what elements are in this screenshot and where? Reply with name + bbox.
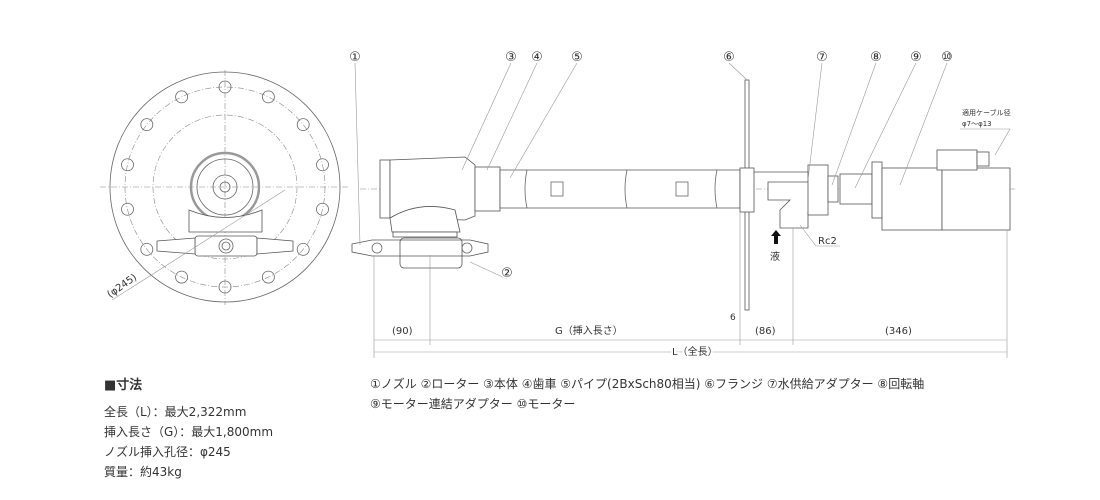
cable-diameter-label: 適用ケーブル径: [962, 108, 1011, 117]
nozzle-side: [351, 239, 489, 257]
nozzle-right: [256, 237, 294, 255]
callout-leader: [854, 62, 917, 189]
callout-leader: [354, 62, 361, 246]
dimension-lines: (90) G（挿入長さ） (86) (346) L（全長）: [373, 212, 1008, 360]
diameter-leader: [111, 189, 286, 301]
callout-leader: [831, 62, 877, 186]
callout-6: ⑥: [723, 50, 735, 65]
bolt-hole: [175, 90, 189, 104]
callout-1: ①: [349, 50, 361, 65]
spec-hole-diameter: ノズル挿入孔径：φ245: [104, 445, 231, 459]
dim-l: L（全長）: [672, 345, 718, 358]
bolt-hole: [140, 118, 154, 132]
dim-90: (90): [392, 326, 413, 337]
bolt-holes: [121, 80, 329, 294]
terminal-box: [936, 149, 978, 171]
bolt-hole: [121, 202, 134, 216]
callout-4: ④: [531, 50, 543, 65]
bolt-hole: [121, 158, 134, 172]
spec-title: ■寸法: [104, 378, 143, 393]
nozzle-left: [156, 237, 196, 255]
spec-length: 全長（L）：最大2,322mm: [104, 405, 247, 419]
bolt-hole: [316, 202, 329, 216]
bolt-hole: [140, 242, 154, 256]
bolt-hole: [296, 118, 310, 132]
bolt-hole: [296, 242, 310, 256]
liquid-label: 液: [770, 250, 780, 263]
callout-7: ⑦: [816, 50, 828, 65]
diameter-label: (φ245): [105, 272, 139, 300]
motor-adapter: [871, 161, 883, 219]
callout-3: ③: [505, 50, 517, 65]
bolt-hole: [316, 158, 329, 172]
callout-5: ⑤: [571, 50, 583, 65]
legend-line-2: ⑨モーター連結アダプター ⑩モーター: [370, 397, 576, 411]
callout-leader: [899, 62, 948, 186]
motor: [881, 167, 943, 231]
flange-thickness-label: 6: [730, 313, 736, 323]
cable-diameter-range: φ7〜φ13: [962, 120, 992, 128]
gear: [474, 166, 501, 212]
bolt-hole: [175, 270, 189, 284]
callout-leader: [486, 62, 538, 171]
body-cap: [379, 159, 391, 219]
parts-legend: ①ノズル ②ローター ③本体 ④歯車 ⑤パイプ(2BxSch80相当) ⑥フラン…: [370, 374, 924, 414]
callout-10: ⑩: [941, 50, 953, 65]
spec-insert-length: 挿入長さ（G）：最大1,800mm: [104, 425, 274, 439]
rotor-body: [188, 209, 263, 233]
callout-leader: [461, 62, 512, 171]
legend-line-1: ①ノズル ②ローター ③本体 ④歯車 ⑤パイプ(2BxSch80相当) ⑥フラン…: [370, 377, 925, 391]
bolt-hole: [261, 90, 275, 104]
front-view: (φ245): [100, 70, 350, 305]
liquid-inlet-arrow-icon: [771, 230, 781, 244]
callout-leader: [728, 62, 748, 81]
callout-9: ⑨: [910, 50, 922, 65]
pipe: [499, 169, 741, 209]
callout-8: ⑧: [870, 50, 882, 65]
rc2-label: Rc2: [818, 236, 837, 247]
callout-leader: [807, 62, 823, 181]
rotation-shaft: [839, 173, 873, 205]
rotor-housing: [389, 206, 461, 233]
callout-leader: [509, 62, 578, 179]
dim-86: (86): [755, 326, 776, 337]
callout-leader: [469, 261, 508, 280]
bolt-hole: [261, 270, 275, 284]
side-view: 液 Rc2 適用ケーブル径 φ7〜φ13 6: [351, 79, 1015, 323]
spec-mass: 質量：約43kg: [104, 465, 182, 479]
dim-346: (346): [885, 326, 912, 337]
callout-2: ②: [501, 266, 513, 281]
dimension-spec: ■寸法 全長（L）：最大2,322mm 挿入長さ（G）：最大1,800mm ノズ…: [104, 376, 273, 482]
dim-g: G（挿入長さ）: [555, 324, 623, 337]
